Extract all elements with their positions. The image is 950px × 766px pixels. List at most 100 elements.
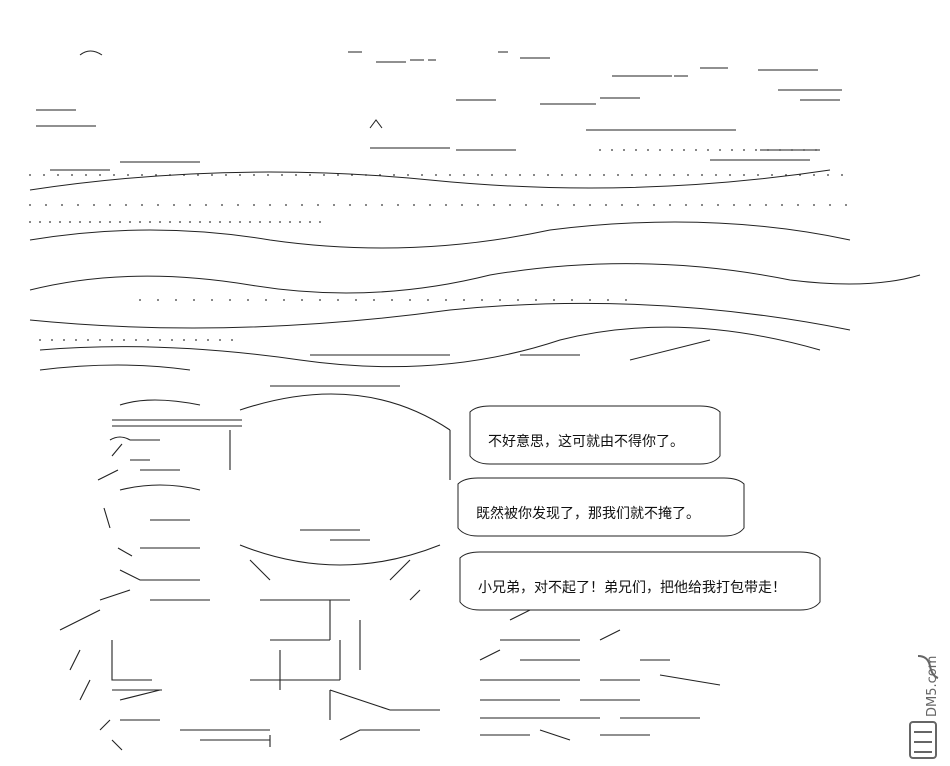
speech-bubbles xyxy=(457,405,821,611)
texture-dot xyxy=(77,204,79,206)
texture-dot xyxy=(63,339,65,341)
texture-dot xyxy=(731,149,733,151)
texture-dot xyxy=(159,221,161,223)
texture-dot xyxy=(429,204,431,206)
texture-dot xyxy=(393,174,395,176)
texture-dot xyxy=(519,174,521,176)
texture-dot xyxy=(571,299,573,301)
texture-dot xyxy=(813,204,815,206)
texture-dot xyxy=(267,174,269,176)
texture-dot xyxy=(99,221,101,223)
texture-dot xyxy=(637,204,639,206)
texture-dot xyxy=(85,174,87,176)
texture-dot xyxy=(309,221,311,223)
texture-dot xyxy=(125,204,127,206)
texture-dot xyxy=(605,204,607,206)
texture-dot xyxy=(355,299,357,301)
texture-dot xyxy=(463,174,465,176)
texture-dot xyxy=(147,339,149,341)
texture-dot xyxy=(229,221,231,223)
texture-dot xyxy=(337,299,339,301)
center-character-ascii xyxy=(200,385,451,747)
texture-dot xyxy=(407,174,409,176)
texture-dot xyxy=(169,221,171,223)
texture-dot xyxy=(505,174,507,176)
texture-dot xyxy=(75,339,77,341)
texture-dot xyxy=(249,221,251,223)
dialogue-line-2: 既然被你发现了，那我们就不掩了。 xyxy=(476,506,700,522)
texture-dot xyxy=(229,299,231,301)
texture-dot xyxy=(205,204,207,206)
texture-dot xyxy=(209,221,211,223)
texture-dot xyxy=(493,204,495,206)
texture-dot xyxy=(673,174,675,176)
texture-dot xyxy=(445,204,447,206)
texture-dot xyxy=(155,174,157,176)
texture-dot xyxy=(69,221,71,223)
texture-dot xyxy=(525,204,527,206)
texture-dot xyxy=(269,221,271,223)
texture-dot xyxy=(179,221,181,223)
texture-dot xyxy=(171,339,173,341)
texture-dot xyxy=(319,299,321,301)
texture-dot xyxy=(659,149,661,151)
texture-dot xyxy=(695,149,697,151)
texture-dot xyxy=(603,174,605,176)
texture-dot xyxy=(561,174,563,176)
texture-dot xyxy=(557,204,559,206)
texture-dot xyxy=(189,204,191,206)
texture-dot xyxy=(813,174,815,176)
texture-dot xyxy=(29,221,31,223)
texture-dot xyxy=(481,299,483,301)
texture-dot xyxy=(135,339,137,341)
texture-dot xyxy=(499,299,501,301)
texture-dot xyxy=(719,149,721,151)
texture-dot xyxy=(477,174,479,176)
texture-dot xyxy=(841,174,843,176)
texture-dot xyxy=(141,174,143,176)
speech-bubble-1 xyxy=(469,405,721,465)
texture-dot xyxy=(183,339,185,341)
texture-dot xyxy=(791,149,793,151)
texture-dot xyxy=(29,174,31,176)
texture-dot xyxy=(79,221,81,223)
texture-dot xyxy=(803,149,805,151)
texture-dot xyxy=(533,174,535,176)
texture-dot xyxy=(269,204,271,206)
texture-dot xyxy=(671,149,673,151)
dotted-texture xyxy=(29,149,847,341)
texture-dot xyxy=(589,299,591,301)
texture-dot xyxy=(39,221,41,223)
texture-dot xyxy=(317,204,319,206)
texture-dot xyxy=(427,299,429,301)
texture-dot xyxy=(715,174,717,176)
texture-dot xyxy=(509,204,511,206)
texture-dot xyxy=(729,174,731,176)
texture-dot xyxy=(685,204,687,206)
texture-dot xyxy=(517,299,519,301)
texture-dot xyxy=(129,221,131,223)
texture-dot xyxy=(631,174,633,176)
texture-dot xyxy=(757,174,759,176)
texture-dot xyxy=(109,204,111,206)
texture-dot xyxy=(541,204,543,206)
texture-dot xyxy=(701,204,703,206)
texture-dot xyxy=(51,339,53,341)
texture-dot xyxy=(253,204,255,206)
texture-dot xyxy=(765,204,767,206)
texture-dot xyxy=(197,174,199,176)
texture-dot xyxy=(99,174,101,176)
texture-dot xyxy=(175,299,177,301)
texture-dot xyxy=(815,149,817,151)
texture-dot xyxy=(149,221,151,223)
texture-dot xyxy=(625,299,627,301)
texture-dot xyxy=(237,204,239,206)
texture-dot xyxy=(717,204,719,206)
texture-dot xyxy=(319,221,321,223)
texture-dot xyxy=(289,221,291,223)
texture-dot xyxy=(781,204,783,206)
texture-dot xyxy=(409,299,411,301)
texture-dot xyxy=(265,299,267,301)
texture-dot xyxy=(617,174,619,176)
